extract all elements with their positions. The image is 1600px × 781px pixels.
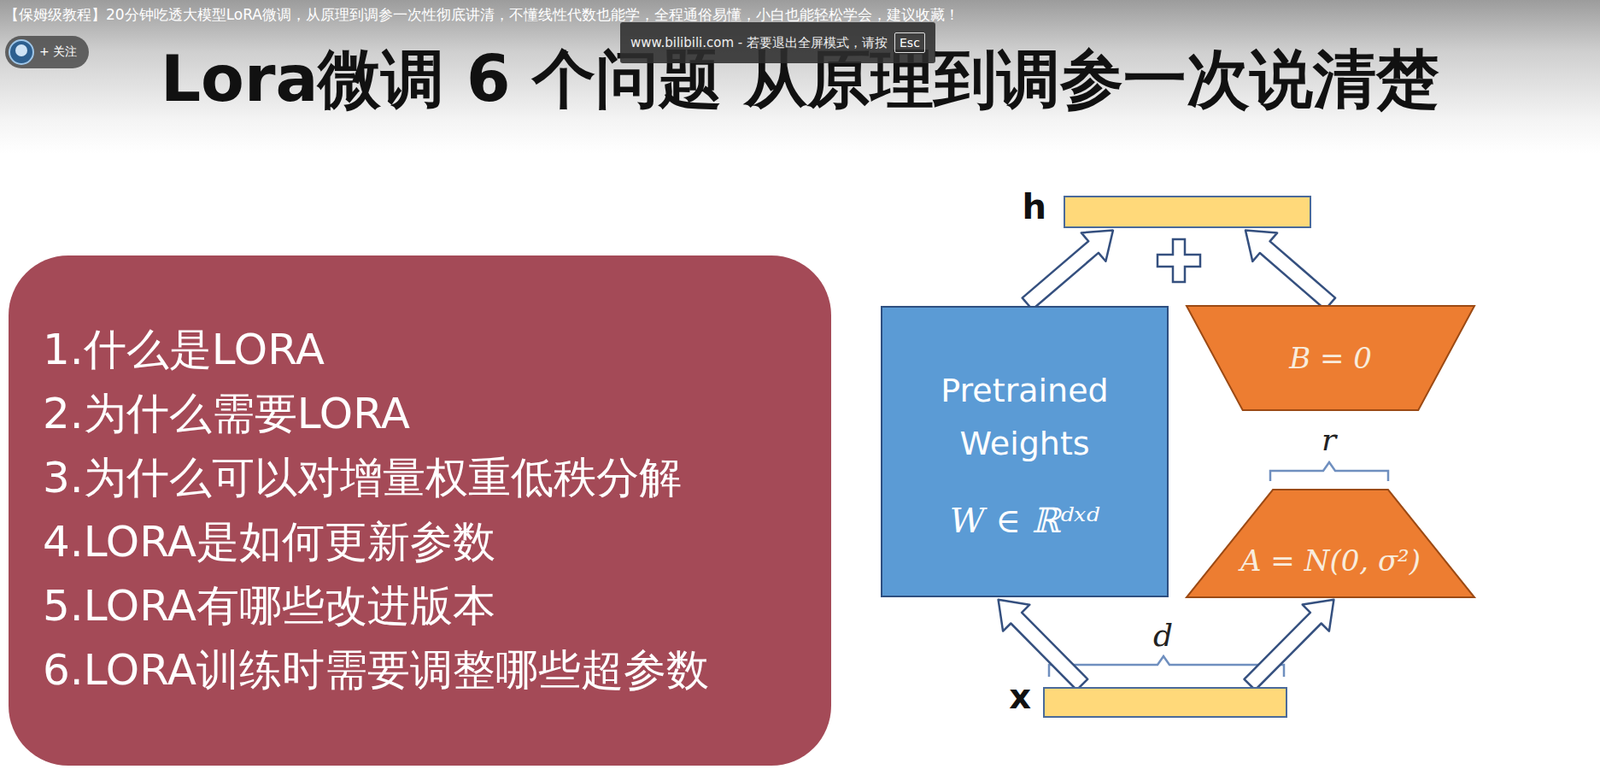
lora-a-matrix: A = N(0, σ²): [1186, 489, 1475, 598]
fullscreen-notice: www.bilibili.com - 若要退出全屏模式，请按 Esc: [620, 22, 936, 64]
block-arrow: [998, 599, 1089, 691]
node-text: www.bilibili.com - 若要退出全屏模式，请按: [630, 35, 888, 52]
avatar-icon: [8, 39, 35, 65]
node-subtext: 5.LORA有哪些改进版本: [42, 574, 806, 639]
node-text: 1.什么是LORA: [42, 317, 806, 382]
trapezoid-outline: [1186, 305, 1475, 411]
plus-symbol: [1157, 239, 1201, 282]
block-arrow: [1244, 599, 1335, 691]
dimension-brace: [1270, 462, 1389, 481]
node-text: B = 0: [1289, 340, 1372, 376]
avatar-ring: [9, 40, 34, 65]
question-list-panel: 1.什么是LORA2.为什么需要LORA3.为什么可以对增量权重低秩分解4.LO…: [8, 255, 832, 766]
avatar-face: [15, 44, 28, 57]
node-text: Pretrained Weights: [899, 363, 1150, 470]
node-subtext: 4.LORA是如何更新参数: [42, 509, 806, 575]
node-subtext: 6.LORA训练时需要调整哪些超参数: [42, 638, 806, 703]
node-text: Esc: [899, 35, 921, 50]
node-subtext: 3.为什么可以对增量权重低秩分解: [42, 445, 806, 510]
dimension-label: d: [1153, 617, 1173, 653]
key-hint: Esc: [894, 32, 926, 53]
block-arrow: [1245, 230, 1336, 311]
rank-label: r: [1321, 421, 1337, 458]
follow-button: + 关注: [5, 35, 89, 69]
pretrained-weights-box: Pretrained Weights W ∈ ℝᵈˣᵈ: [880, 305, 1169, 598]
node-text: + 关注: [39, 44, 77, 60]
input-vector: x: [1043, 686, 1288, 718]
trapezoid-outline: [1186, 489, 1475, 598]
node-subtext: 2.为什么需要LORA: [42, 381, 806, 446]
node-subtext: W ∈ ℝᵈˣᵈ: [949, 500, 1101, 540]
node-text: x: [1008, 676, 1032, 716]
node-text: A = N(0, σ²): [1240, 543, 1421, 578]
block-arrow: [1022, 230, 1114, 311]
node-text: h: [1022, 187, 1047, 227]
lora-b-matrix: B = 0: [1186, 305, 1475, 411]
output-vector: h: [1063, 195, 1312, 229]
